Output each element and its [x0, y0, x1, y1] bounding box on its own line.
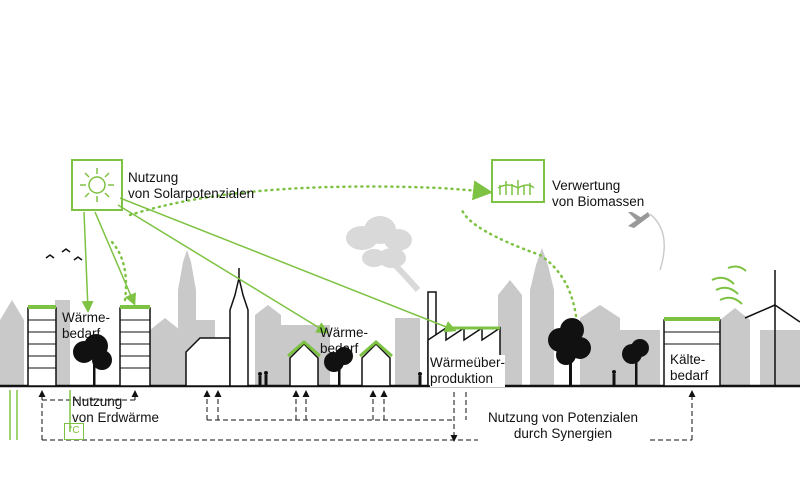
smoke-trail	[389, 259, 421, 292]
airplane-icon	[628, 212, 650, 228]
wind-turbine-icon	[744, 270, 800, 386]
building-cooling	[663, 317, 721, 387]
solar-label: Nutzung von Solarpotenzialen	[128, 170, 254, 202]
wind-gust-icon	[711, 265, 747, 305]
smoke-cloud	[346, 216, 412, 268]
heat-demand-mid-label: Wärme- bedarf	[320, 325, 368, 357]
heat-demand-left-line1: Wärme-	[62, 310, 110, 325]
tree-group	[73, 318, 649, 386]
cooling-demand-line1: Kälte-	[670, 352, 706, 367]
building-left-tower	[27, 305, 57, 387]
synergies-label: Nutzung von Potenzialen durch Synergien	[478, 410, 648, 442]
geothermal-pipes	[9, 390, 71, 440]
cooling-demand-label: Kälte- bedarf	[670, 352, 708, 384]
cooling-demand-line2: bedarf	[670, 368, 709, 383]
building-second-tower	[119, 305, 151, 387]
solar-label-line2: von Solarpotenzialen	[128, 186, 255, 201]
solar-label-line1: Nutzung	[128, 170, 179, 185]
synergies-line1: Nutzung von Potenzialen	[487, 410, 639, 425]
airplane-trail	[649, 213, 665, 271]
bird-icon	[45, 248, 83, 261]
biomass-label-line1: Verwertung	[552, 178, 621, 193]
heat-demand-left-label: Wärme- bedarf	[62, 310, 110, 342]
house-right	[359, 340, 393, 387]
biomass-label-line2: von Biomassen	[552, 194, 645, 209]
heat-demand-mid-line1: Wärme-	[320, 325, 368, 340]
sun-icon-box	[71, 159, 123, 211]
biomass-icon	[497, 180, 535, 195]
synergy-lines	[38, 390, 696, 442]
heat-demand-mid-line2: bedarf	[320, 341, 359, 356]
geothermal-label: Nutzung von Erdwärme	[72, 394, 159, 426]
synergies-line2: durch Synergien	[513, 426, 613, 441]
biomass-flow	[108, 180, 578, 318]
geothermal-line2: von Erdwärme	[72, 410, 160, 425]
geothermal-line1: Nutzung	[72, 394, 123, 409]
heat-surplus-label: Wärmeüber- produktion	[430, 355, 506, 387]
solar-rays	[81, 197, 457, 334]
biomass-label: Verwertung von Biomassen	[552, 178, 644, 210]
heat-surplus-line2: produktion	[430, 371, 494, 386]
church-building	[185, 268, 249, 387]
sun-icon	[80, 168, 114, 202]
heat-demand-left-line2: bedarf	[62, 326, 101, 341]
people-figures	[258, 370, 616, 386]
heat-surplus-line1: Wärmeüber-	[430, 355, 506, 370]
celsius-icon: °C	[64, 423, 84, 440]
house-left	[287, 340, 321, 387]
